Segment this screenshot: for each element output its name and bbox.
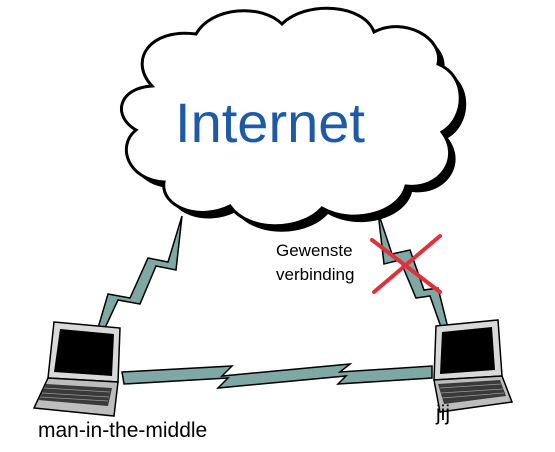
laptop-user-icon bbox=[433, 319, 514, 413]
attacker-label: man-in-the-middle bbox=[38, 419, 207, 442]
laptop-attacker-icon bbox=[32, 321, 121, 417]
cloud-body bbox=[119, 6, 462, 228]
blocked-connection-cross bbox=[370, 234, 442, 294]
laptop-keyboard bbox=[438, 380, 506, 404]
cross-stroke-2 bbox=[372, 234, 442, 294]
laptop-screen bbox=[54, 329, 114, 376]
user-label: jij bbox=[435, 402, 450, 425]
lightning-link-attacker-cloud bbox=[97, 215, 183, 331]
laptop-screen bbox=[440, 327, 495, 374]
cloud-label: Internet bbox=[175, 91, 365, 154]
annotation-line-1: Gewenste bbox=[276, 241, 353, 260]
lightning-link-attacker-user bbox=[121, 363, 433, 389]
internet-cloud: Internet bbox=[119, 6, 467, 232]
annotation-line-2: verbinding bbox=[276, 265, 354, 284]
